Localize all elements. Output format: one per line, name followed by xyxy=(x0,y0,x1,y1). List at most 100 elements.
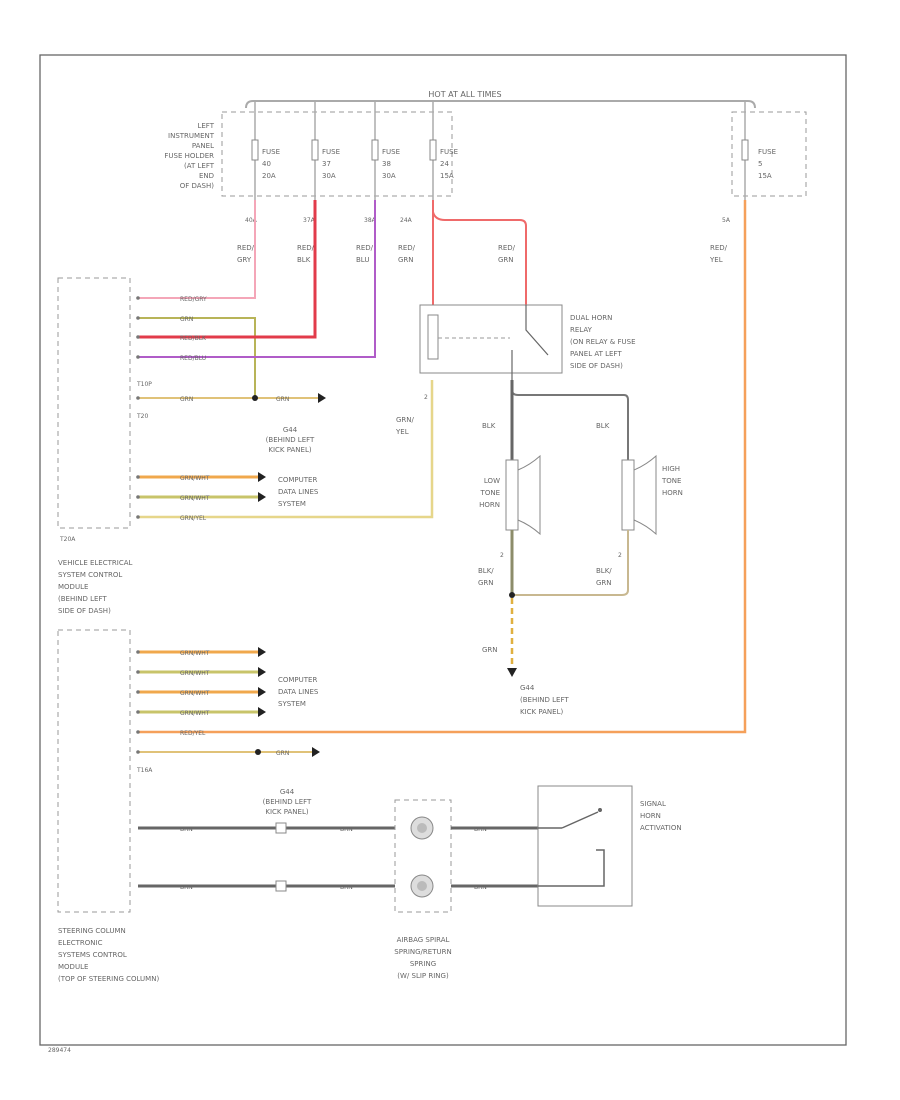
airbag-spiral-box xyxy=(394,799,452,913)
svg-text:KICK PANEL): KICK PANEL) xyxy=(265,808,308,816)
horn-switch-box xyxy=(537,785,633,907)
footer-id: 289474 xyxy=(48,1047,71,1054)
computer-data-lines-label-bottom: COMPUTER DATA LINES SYSTEM xyxy=(278,676,319,708)
connector-t16a: T16A xyxy=(136,767,153,774)
svg-text:RED/: RED/ xyxy=(398,244,416,252)
svg-text:KICK PANEL): KICK PANEL) xyxy=(520,708,563,716)
svg-text:FUSE: FUSE xyxy=(440,148,458,156)
svg-text:GRN: GRN xyxy=(180,316,193,323)
svg-text:24: 24 xyxy=(440,160,449,168)
fuse-5: FUSE 5 15A 5A RED/ YEL xyxy=(709,101,776,264)
svg-text:LEFT: LEFT xyxy=(197,122,214,130)
svg-text:BRN: BRN xyxy=(340,884,353,891)
fuse-panel-box xyxy=(221,111,453,197)
steering-module-label: STEERING COLUMN ELECTRONIC SYSTEMS CONTR… xyxy=(58,927,159,983)
ground-label-top: G44 (BEHIND LEFT KICK PANEL) xyxy=(266,426,315,454)
fuse-38: FUSE 38 30A 38A RED/ BLU xyxy=(356,101,400,264)
wire-red-grn-relay xyxy=(432,200,527,305)
svg-text:5: 5 xyxy=(758,160,762,168)
relay-out-wire-label-1: GRN/ xyxy=(396,416,415,424)
horn-splice-dot xyxy=(509,592,515,598)
svg-text:40: 40 xyxy=(262,160,271,168)
svg-text:24A: 24A xyxy=(400,217,413,224)
svg-text:MODULE: MODULE xyxy=(58,963,88,971)
hot-at-all-times-label: HOT AT ALL TIMES xyxy=(428,90,501,99)
wire-blk-horns xyxy=(511,380,629,460)
svg-text:RED/YEL: RED/YEL xyxy=(180,730,206,737)
svg-text:(BEHIND LEFT: (BEHIND LEFT xyxy=(263,798,312,806)
connector-t20: T20 xyxy=(136,413,148,420)
fuse-panel-label: LEFT INSTRUMENT PANEL FUSE HOLDER (AT LE… xyxy=(164,122,214,190)
svg-text:38A: 38A xyxy=(364,217,377,224)
connector-breaks xyxy=(275,822,287,892)
connector-t10p: T10P xyxy=(136,381,152,388)
svg-text:(W/ SLIP RING): (W/ SLIP RING) xyxy=(397,972,449,980)
relay-out-wire-label-2: YEL xyxy=(395,428,409,436)
switch-contact-dot xyxy=(598,808,602,812)
svg-text:RED/BLU: RED/BLU xyxy=(180,355,206,362)
fuse-37: FUSE 37 30A 37A RED/ BLK xyxy=(297,101,340,264)
svg-text:GRY: GRY xyxy=(237,256,252,264)
svg-text:(BEHIND LEFT: (BEHIND LEFT xyxy=(58,595,107,603)
vesc-module-box xyxy=(57,277,131,529)
wire-blk-grn-high xyxy=(512,530,629,596)
svg-text:BRN: BRN xyxy=(340,826,353,833)
module-top-pins xyxy=(136,296,140,400)
horn-ground-arrow-icon xyxy=(507,668,517,677)
airbag-spiral-spring-icon xyxy=(410,816,434,898)
ground-arrow-icon xyxy=(318,393,326,403)
scm-ground-label: G44 (BEHIND LEFT KICK PANEL) xyxy=(263,788,312,816)
svg-text:GRN/WHT: GRN/WHT xyxy=(180,650,210,657)
horn-ground-label: G44 (BEHIND LEFT KICK PANEL) xyxy=(520,684,569,716)
svg-text:GRN: GRN xyxy=(478,579,494,587)
bottom-splice-dot xyxy=(255,749,261,755)
low-tone-horn-icon xyxy=(505,454,541,536)
wire-brn-label-3: BRN xyxy=(474,826,487,833)
svg-text:(ON RELAY & FUSE: (ON RELAY & FUSE xyxy=(570,338,636,346)
module-bottom-wire-labels: GRN/WHT GRN/WHT GRN/WHT GRN/WHT RED/YEL … xyxy=(180,650,289,757)
svg-text:GRN/WHT: GRN/WHT xyxy=(180,495,210,502)
horn-ground-wire-label-left: BLK/ GRN xyxy=(478,567,494,587)
svg-text:30A: 30A xyxy=(322,172,336,180)
data-line-arrows-bottom xyxy=(258,647,320,757)
relay-switch-contact xyxy=(525,305,549,356)
svg-text:(TOP OF STEERING COLUMN): (TOP OF STEERING COLUMN) xyxy=(58,975,159,983)
svg-text:GRN: GRN xyxy=(398,256,414,264)
svg-text:SPRING: SPRING xyxy=(410,960,436,968)
svg-text:RED/BLK: RED/BLK xyxy=(180,335,207,342)
svg-text:G44: G44 xyxy=(280,788,295,796)
low-tone-horn-label: LOW TONE HORN xyxy=(479,477,500,509)
wire-red-blu xyxy=(138,200,376,358)
svg-text:BLK/: BLK/ xyxy=(596,567,612,575)
svg-text:GRN: GRN xyxy=(180,396,193,403)
svg-text:(BEHIND LEFT: (BEHIND LEFT xyxy=(266,436,315,444)
fuse-panel-box-right xyxy=(731,111,807,197)
svg-text:FUSE: FUSE xyxy=(758,148,776,156)
data-line-grn-yel xyxy=(138,380,434,519)
svg-text:MODULE: MODULE xyxy=(58,583,88,591)
svg-text:HIGH: HIGH xyxy=(662,465,680,473)
hot-bus-line xyxy=(245,100,756,109)
svg-text:SYSTEM: SYSTEM xyxy=(278,500,306,508)
svg-text:BLU: BLU xyxy=(356,256,369,264)
svg-text:RED/: RED/ xyxy=(710,244,728,252)
svg-text:KICK PANEL): KICK PANEL) xyxy=(268,446,311,454)
high-tone-horn-label: HIGH TONE HORN xyxy=(661,465,683,497)
wire-grn-1 xyxy=(138,317,256,398)
svg-text:INSTRUMENT: INSTRUMENT xyxy=(168,132,215,140)
svg-text:RED/: RED/ xyxy=(237,244,255,252)
svg-text:SYSTEMS CONTROL: SYSTEMS CONTROL xyxy=(58,951,127,959)
wire-red-yel xyxy=(138,200,747,734)
svg-text:(AT LEFT: (AT LEFT xyxy=(184,162,215,170)
svg-text:PANEL: PANEL xyxy=(192,142,214,150)
svg-text:HORN: HORN xyxy=(662,489,683,497)
svg-text:15A: 15A xyxy=(440,172,454,180)
svg-text:BLK/: BLK/ xyxy=(478,567,494,575)
svg-text:ELECTRONIC: ELECTRONIC xyxy=(58,939,103,947)
svg-text:GRN/WHT: GRN/WHT xyxy=(180,475,210,482)
splice-dot xyxy=(252,395,258,401)
diagram-border xyxy=(39,54,847,1046)
svg-text:TONE: TONE xyxy=(661,477,681,485)
high-horn-pin: 2 xyxy=(618,552,622,559)
